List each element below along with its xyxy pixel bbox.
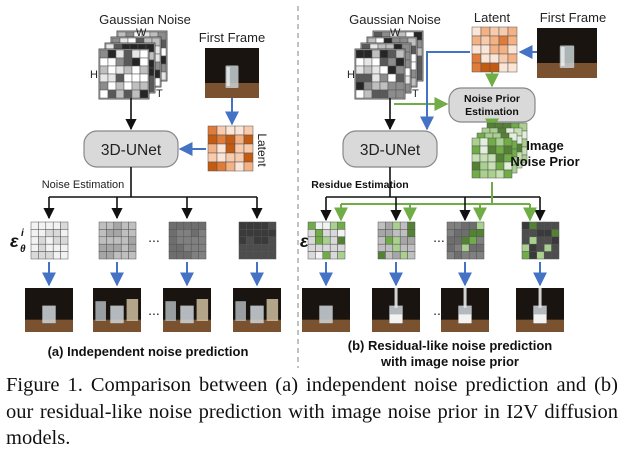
axis-w-b: W [390, 27, 401, 39]
ellipsis-grids-b: ... [433, 229, 445, 245]
latent-grid-a [207, 125, 254, 172]
grid-to-frame-arrows-a [42, 262, 264, 287]
noise-stack-a [98, 30, 168, 100]
video-frame [372, 288, 420, 332]
subcaption-b-line2: with image noise prior [380, 354, 519, 369]
branch-arrows-b [320, 197, 546, 222]
image-noise-prior-line2: Noise Prior [510, 154, 579, 169]
figure-caption: Figure 1. Comparison between (a) indepen… [6, 374, 618, 449]
epsilon-sub-a: θ [20, 244, 26, 255]
latent-label-b: Latent [474, 10, 511, 25]
axis-h-b: H [347, 69, 355, 81]
latent-cells [207, 125, 254, 172]
glass-photo [537, 28, 597, 78]
noise-grids-a [30, 221, 277, 260]
epsilon-a: ε [10, 231, 19, 251]
unet-label-b: 3D-UNet [360, 142, 421, 159]
video-frame [516, 288, 564, 332]
residue-estimation-label-b: Residue Estimation [311, 179, 408, 191]
noise-estimation-label-a: Noise Estimation [42, 179, 125, 191]
axis-w-a: W [136, 27, 147, 39]
noise-prior-estimation-line2: Estimation [465, 106, 519, 118]
panel-b: Gaussian Noise W H T Latent First Frame … [300, 10, 606, 369]
prior-frame [471, 137, 513, 179]
ellipsis-grids-a: ... [148, 229, 160, 245]
noise-grid [238, 221, 277, 260]
latent-grid-b [471, 26, 518, 73]
first-frame-image-b [537, 28, 597, 78]
noise-grid [30, 221, 69, 260]
first-frame-image-a [205, 48, 259, 98]
axis-t-b: T [412, 88, 419, 100]
branch-arrows-a [43, 197, 263, 220]
subcaption-b-line1: (b) Residual-like noise prediction [348, 338, 552, 353]
video-frame [163, 288, 211, 332]
video-frame [25, 288, 73, 332]
axis-t-a: T [156, 88, 163, 100]
noise-grid [98, 221, 137, 260]
epsilon-b: ε [300, 231, 309, 251]
video-frame [441, 288, 489, 332]
latent-label-a: Latent [255, 133, 269, 167]
noise-prior-estimation-line1: Noise Prior [464, 93, 520, 105]
grid-to-frame-arrows-b [319, 262, 547, 287]
noise-grid [521, 221, 560, 260]
noise-stack-b [354, 30, 424, 100]
image-noise-prior-stack [471, 122, 528, 179]
ellipsis-frames-a: ... [148, 302, 160, 318]
panel-a: Gaussian Noise W H T First Frame Latent … [10, 12, 281, 359]
noise-grid [307, 221, 346, 260]
arrow-latent-to-unet-b [420, 51, 470, 131]
video-frame [302, 288, 350, 332]
glass-photo [205, 48, 259, 98]
subcaption-a: (a) Independent noise prediction [48, 344, 249, 359]
noise-grid [377, 221, 416, 260]
noise-grid [168, 221, 207, 260]
gaussian-noise-label-a: Gaussian Noise [99, 12, 191, 27]
first-frame-label-b: First Frame [540, 10, 606, 25]
image-noise-prior-line1: Image [526, 138, 564, 153]
gaussian-noise-label-b: Gaussian Noise [349, 12, 441, 27]
epsilon-sup-a: i [21, 228, 24, 239]
epsilon-symbol-a: ε i θ [10, 228, 26, 255]
noise-frame [99, 49, 149, 99]
noise-grids-b [307, 221, 560, 260]
comparison-figure: Gaussian Noise W H T First Frame Latent … [10, 6, 606, 369]
unet-label-a: 3D-UNet [101, 142, 162, 159]
first-frame-label-a: First Frame [199, 30, 265, 45]
output-frames-b [302, 288, 564, 332]
axis-h-a: H [90, 69, 98, 81]
video-frame [233, 288, 281, 332]
latent-cells [471, 26, 518, 73]
noise-grid [446, 221, 485, 260]
output-frames-a [25, 288, 281, 332]
video-frame [93, 288, 141, 332]
ellipsis-frames-b: ... [433, 302, 445, 318]
noise-frame [355, 49, 405, 99]
